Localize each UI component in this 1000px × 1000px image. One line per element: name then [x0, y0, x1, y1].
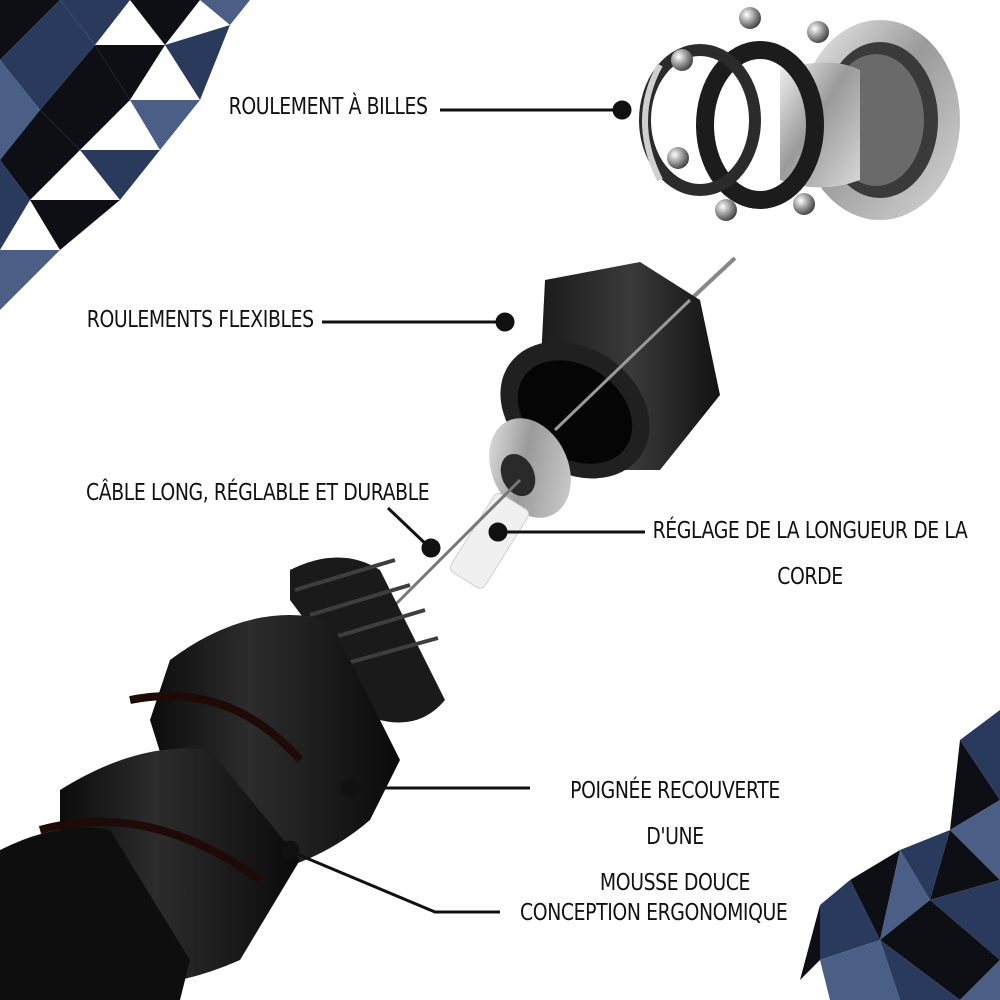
label-ergonomic: CONCEPTION ERGONOMIQUE	[520, 900, 788, 926]
label-length-adjust-line1: RÉGLAGE DE LA LONGUEUR DE LA	[652, 518, 968, 544]
white-cable-sleeve	[393, 478, 530, 607]
leader-cable	[386, 506, 432, 550]
leader-ergonomic	[291, 850, 500, 914]
metal-washer	[489, 418, 571, 518]
label-handle-foam-line1: POIGNÉE RECOUVERTE D'UNE	[570, 778, 780, 850]
flexible-bearing-cap	[500, 256, 737, 479]
leader-lines	[280, 100, 645, 914]
label-flexible-bearings: ROULEMENTS FLEXIBLES	[87, 307, 314, 333]
decorative-triangles-top-left	[0, 0, 250, 310]
ball-bearing-assembly	[639, 7, 960, 221]
label-cable: CÂBLE LONG, RÉGLABLE ET DURABLE	[86, 480, 430, 506]
label-length-adjust-line2: CORDE	[777, 564, 843, 590]
label-ball-bearing: ROULEMENT À BILLES	[229, 94, 428, 120]
label-handle-foam-line2: MOUSSE DOUCE	[599, 870, 751, 896]
threaded-handle	[0, 557, 445, 1000]
decorative-triangles-bottom-right	[800, 710, 1000, 1000]
label-handle-foam: POIGNÉE RECOUVERTE D'UNE MOUSSE DOUCE	[548, 768, 802, 906]
label-length-adjust: RÉGLAGE DE LA LONGUEUR DE LA CORDE	[646, 508, 974, 600]
